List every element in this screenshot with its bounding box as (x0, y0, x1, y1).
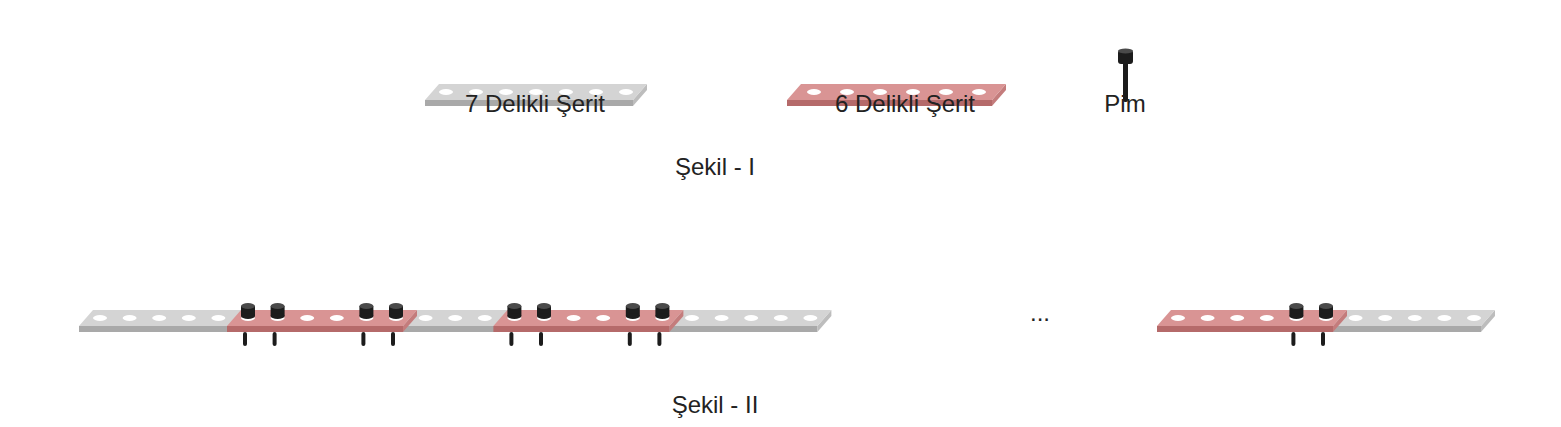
part-name: 6 Delikli Şerit (835, 91, 975, 117)
pin-head (389, 303, 403, 319)
hole-strip (493, 310, 683, 332)
pin-head (359, 303, 373, 319)
hole-strip (1157, 310, 1347, 332)
part-name: Pim (1104, 91, 1145, 117)
pin-head (507, 303, 521, 319)
pin-stem (391, 332, 395, 346)
pin-stem (243, 332, 247, 346)
figure-caption: Şekil - II (672, 392, 759, 418)
hole-strip (227, 310, 417, 332)
pin-head (241, 303, 255, 319)
pin-stem (657, 332, 661, 346)
pin-head (655, 303, 669, 319)
pin-stem (509, 332, 513, 346)
continuation-dots: ... (1030, 300, 1050, 326)
pin-head (626, 303, 640, 319)
pin-head (537, 303, 551, 319)
pin-stem (628, 332, 632, 346)
pin-stem (273, 332, 277, 346)
pin-stem (539, 332, 543, 346)
pin-head (271, 303, 285, 319)
part-name: 7 Delikli Şerit (465, 91, 605, 117)
figure-caption: Şekil - I (675, 154, 755, 180)
pin-head (1319, 303, 1333, 319)
pin-stem (1321, 332, 1325, 346)
pin-head (1289, 303, 1303, 319)
pin-stem (1291, 332, 1295, 346)
pin-stem (361, 332, 365, 346)
